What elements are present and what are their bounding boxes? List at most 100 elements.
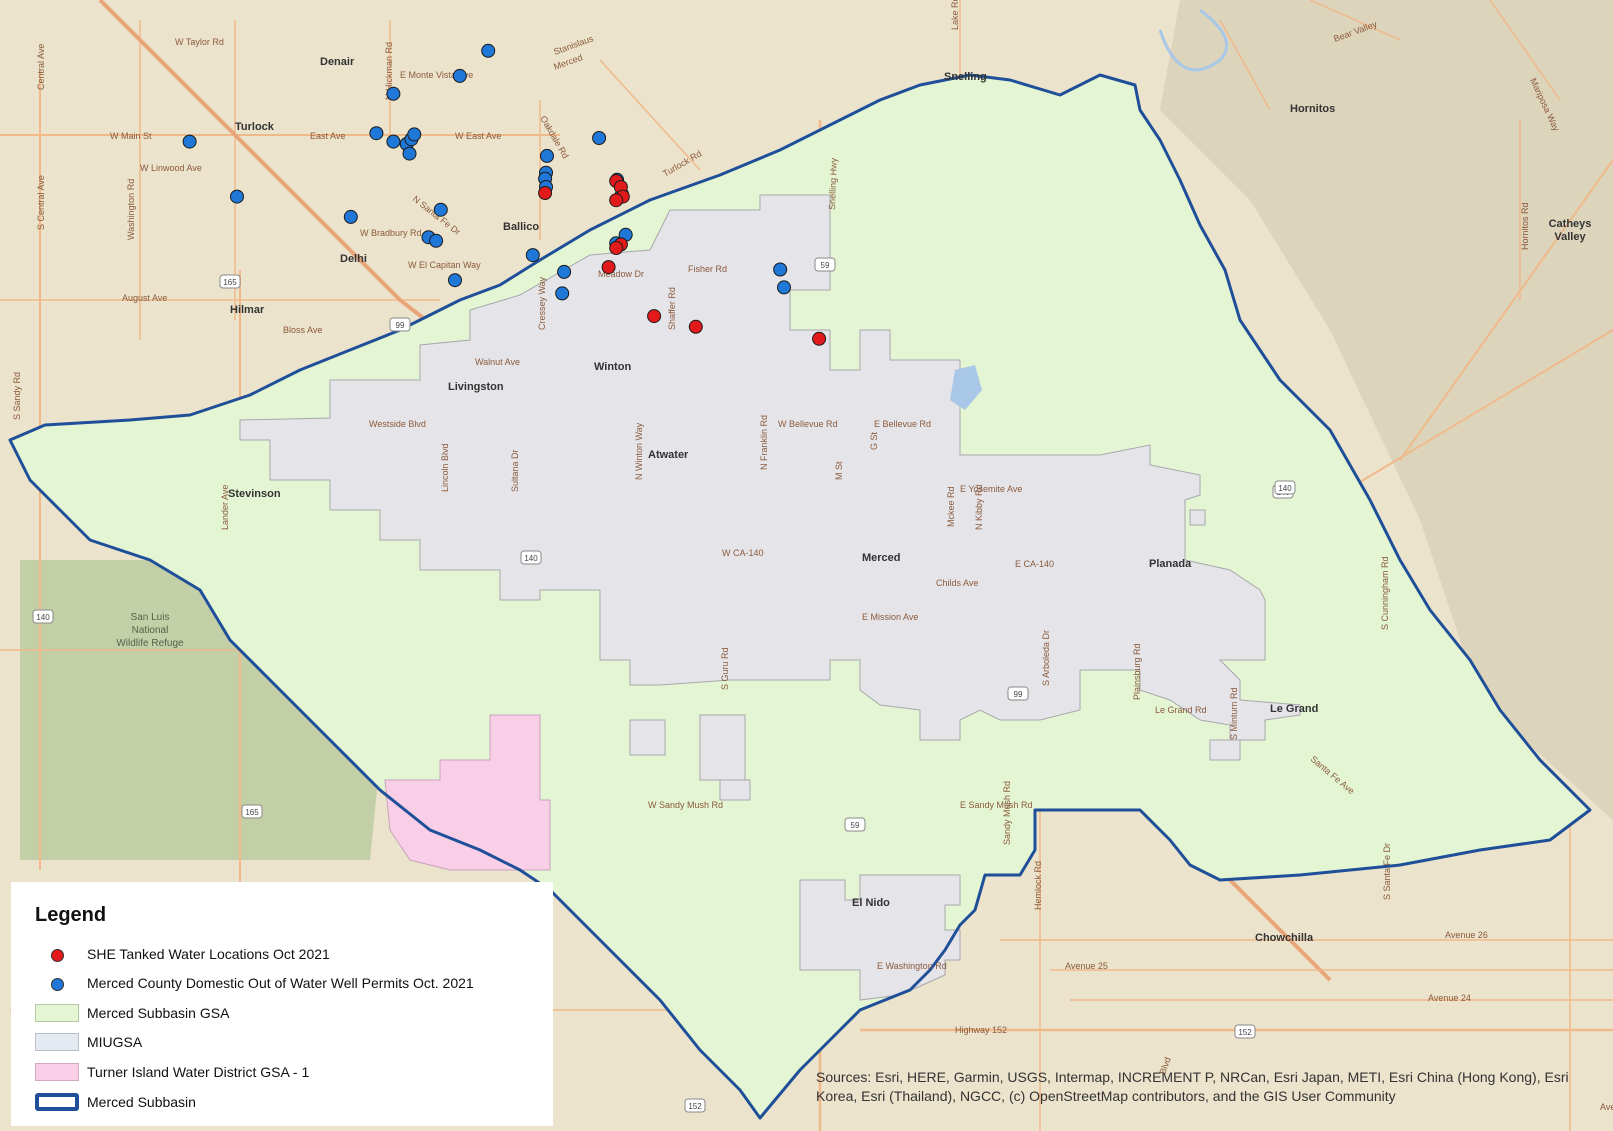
road-label-westside-blvd: Westside Blvd bbox=[369, 419, 426, 429]
road-label-hornitos-rd: Hornitos Rd bbox=[1520, 202, 1530, 250]
refuge-label-line: Wildlife Refuge bbox=[116, 638, 184, 649]
well-permit-point[interactable] bbox=[481, 43, 496, 58]
well-permit-point[interactable] bbox=[369, 126, 384, 141]
legend-label: Merced Subbasin bbox=[87, 1094, 196, 1110]
well-permit-point[interactable] bbox=[540, 148, 554, 163]
legend-label: MIUGSA bbox=[87, 1034, 143, 1050]
road-label-mckee-rd: Mckee Rd bbox=[946, 486, 956, 527]
tanked-water-point[interactable] bbox=[812, 331, 827, 346]
well-permit-point[interactable] bbox=[777, 280, 791, 295]
place-label-atwater: Atwater bbox=[648, 449, 689, 461]
tanked-water-point[interactable] bbox=[601, 260, 616, 275]
place-label-turlock: Turlock bbox=[235, 121, 275, 133]
well-permit-point[interactable] bbox=[230, 189, 244, 204]
road-label-w-bellevue-rd: W Bellevue Rd bbox=[778, 419, 838, 429]
place-label-denair: Denair bbox=[320, 56, 355, 68]
road-label-w-el-capitan-way: W El Capitan Way bbox=[408, 260, 481, 270]
well-permit-point[interactable] bbox=[429, 233, 444, 248]
well-permit-point[interactable] bbox=[592, 131, 607, 145]
place-label-livingston: Livingston bbox=[448, 381, 504, 393]
legend: Legend SHE Tanked Water Locations Oct 20… bbox=[11, 882, 553, 1126]
well-permit-point[interactable] bbox=[555, 286, 570, 301]
well-permit-point[interactable] bbox=[386, 86, 401, 101]
well-permit-point[interactable] bbox=[525, 248, 540, 263]
tanked-water-point[interactable] bbox=[647, 309, 662, 324]
highway-shield-icon bbox=[1274, 480, 1296, 495]
legend-item-turner-island: Turner Island Water District GSA - 1 bbox=[11, 1060, 553, 1084]
road-label-w-main-st: W Main St bbox=[110, 131, 152, 141]
road-label-s-sandy-rd: S Sandy Rd bbox=[12, 372, 22, 420]
river bbox=[1158, 8, 1229, 72]
road-label-plainsburg-rd: Plainsburg Rd bbox=[1132, 643, 1142, 700]
road-label-lincoln-blvd: Lincoln Blvd bbox=[440, 443, 450, 492]
tanked-water-point[interactable] bbox=[609, 193, 624, 208]
legend-label: Merced County Domestic Out of Water Well… bbox=[87, 975, 474, 991]
legend-swatch-turner-island bbox=[35, 1063, 79, 1081]
highway-shield-number: 99 bbox=[1014, 690, 1023, 699]
highway-shield-icon bbox=[520, 550, 542, 565]
legend-swatch-well-permits bbox=[35, 974, 79, 992]
road-label-snelling-hwy: Snelling Hwy bbox=[827, 157, 839, 210]
road-label-le-grand-rd: Le Grand Rd bbox=[1155, 705, 1207, 715]
attribution-text: Sources: Esri, HERE, Garmin, USGS, Inter… bbox=[816, 1069, 1569, 1104]
road-label-e-sandy-mush-rd: E Sandy Mush Rd bbox=[960, 800, 1033, 810]
place-labels: DenairTurlockBallicoDelhiHilmarHornitosS… bbox=[228, 56, 1591, 944]
highway-shield-number: 140 bbox=[1278, 484, 1292, 493]
road-label-s-minturn-rd: S Minturn Rd bbox=[1229, 687, 1239, 740]
well-permit-point[interactable] bbox=[557, 264, 572, 279]
road-label-n-kibby-rd: N Kibby Rd bbox=[974, 484, 984, 530]
road-label-sandy-mush-rd: Sandy Mush Rd bbox=[1002, 781, 1012, 845]
highway-shield-number: 59 bbox=[821, 261, 830, 270]
road-label-meadow-dr: Meadow Dr bbox=[598, 269, 644, 279]
tanked-water-point[interactable] bbox=[538, 186, 553, 200]
road-label-avenue-25: Avenue 25 bbox=[1065, 961, 1108, 971]
road-label-e-washington-rd: E Washington Rd bbox=[877, 961, 947, 971]
place-label-el-nido: El Nido bbox=[852, 897, 890, 909]
well-permit-point[interactable] bbox=[402, 146, 417, 161]
highway-shield-icon bbox=[844, 817, 866, 832]
highway-shield-icon bbox=[32, 609, 54, 624]
tanked-water-point[interactable] bbox=[688, 319, 703, 334]
road-label-w-east-ave: W East Ave bbox=[455, 131, 501, 141]
refuge-area bbox=[20, 560, 380, 860]
well-permit-point[interactable] bbox=[182, 134, 197, 149]
place-label-hornitos: Hornitos bbox=[1290, 103, 1335, 115]
lake-yosemite bbox=[950, 365, 982, 410]
road-label-s-guru-rd: S Guru Rd bbox=[720, 647, 730, 690]
well-permit-point[interactable] bbox=[448, 273, 462, 288]
road-label-hemlock-rd: Hemlock Rd bbox=[1033, 861, 1043, 910]
road-label-shaffer-rd: Shaffer Rd bbox=[667, 287, 677, 330]
well-permit-point[interactable] bbox=[433, 202, 448, 217]
well-permit-point[interactable] bbox=[452, 68, 467, 83]
road-label-cressey-way: Cressey Way bbox=[537, 276, 547, 330]
place-label-planada: Planada bbox=[1149, 558, 1192, 570]
highway-shield-icon bbox=[241, 804, 263, 819]
road-label-n-hickman-rd: N Hickman Rd bbox=[384, 42, 394, 100]
highway-shield-number: 152 bbox=[688, 1102, 702, 1111]
road-label-e-monte-vista-ave: E Monte Vista Ave bbox=[400, 70, 473, 80]
road-label-lander-ave: Lander Ave bbox=[220, 485, 230, 530]
merced-subbasin-boundary bbox=[8, 73, 1592, 1120]
place-label-ballico: Ballico bbox=[503, 221, 539, 233]
road-label-sultana-dr: Sultana Dr bbox=[510, 449, 520, 492]
place-label-le-grand: Le Grand bbox=[1270, 703, 1318, 715]
highway-shields: 16599591401401409959152152140165 bbox=[32, 257, 1296, 1113]
highway-shield-number: 165 bbox=[223, 278, 237, 287]
legend-item-tanked-water: SHE Tanked Water Locations Oct 2021 bbox=[11, 942, 553, 966]
road-label-avenue-26: Avenue 26 bbox=[1445, 930, 1488, 940]
well-permit-point[interactable] bbox=[407, 127, 422, 142]
well-permit-point[interactable] bbox=[343, 209, 358, 224]
tanked-water-points bbox=[538, 174, 827, 346]
highway-shield-icon bbox=[389, 317, 411, 332]
road-label-e-yosemite-ave: E Yosemite Ave bbox=[960, 484, 1022, 494]
well-permit-point[interactable] bbox=[773, 262, 788, 277]
road-label-walnut-ave: Walnut Ave bbox=[475, 357, 520, 367]
tanked-water-point[interactable] bbox=[609, 241, 624, 255]
road-label-bloss-ave: Bloss Ave bbox=[283, 325, 322, 335]
road-label-e-mission-ave: E Mission Ave bbox=[862, 612, 918, 622]
highway-shield-icon bbox=[684, 1098, 706, 1113]
highway-shield-number: 165 bbox=[245, 808, 259, 817]
well-permit-point[interactable] bbox=[386, 134, 401, 149]
